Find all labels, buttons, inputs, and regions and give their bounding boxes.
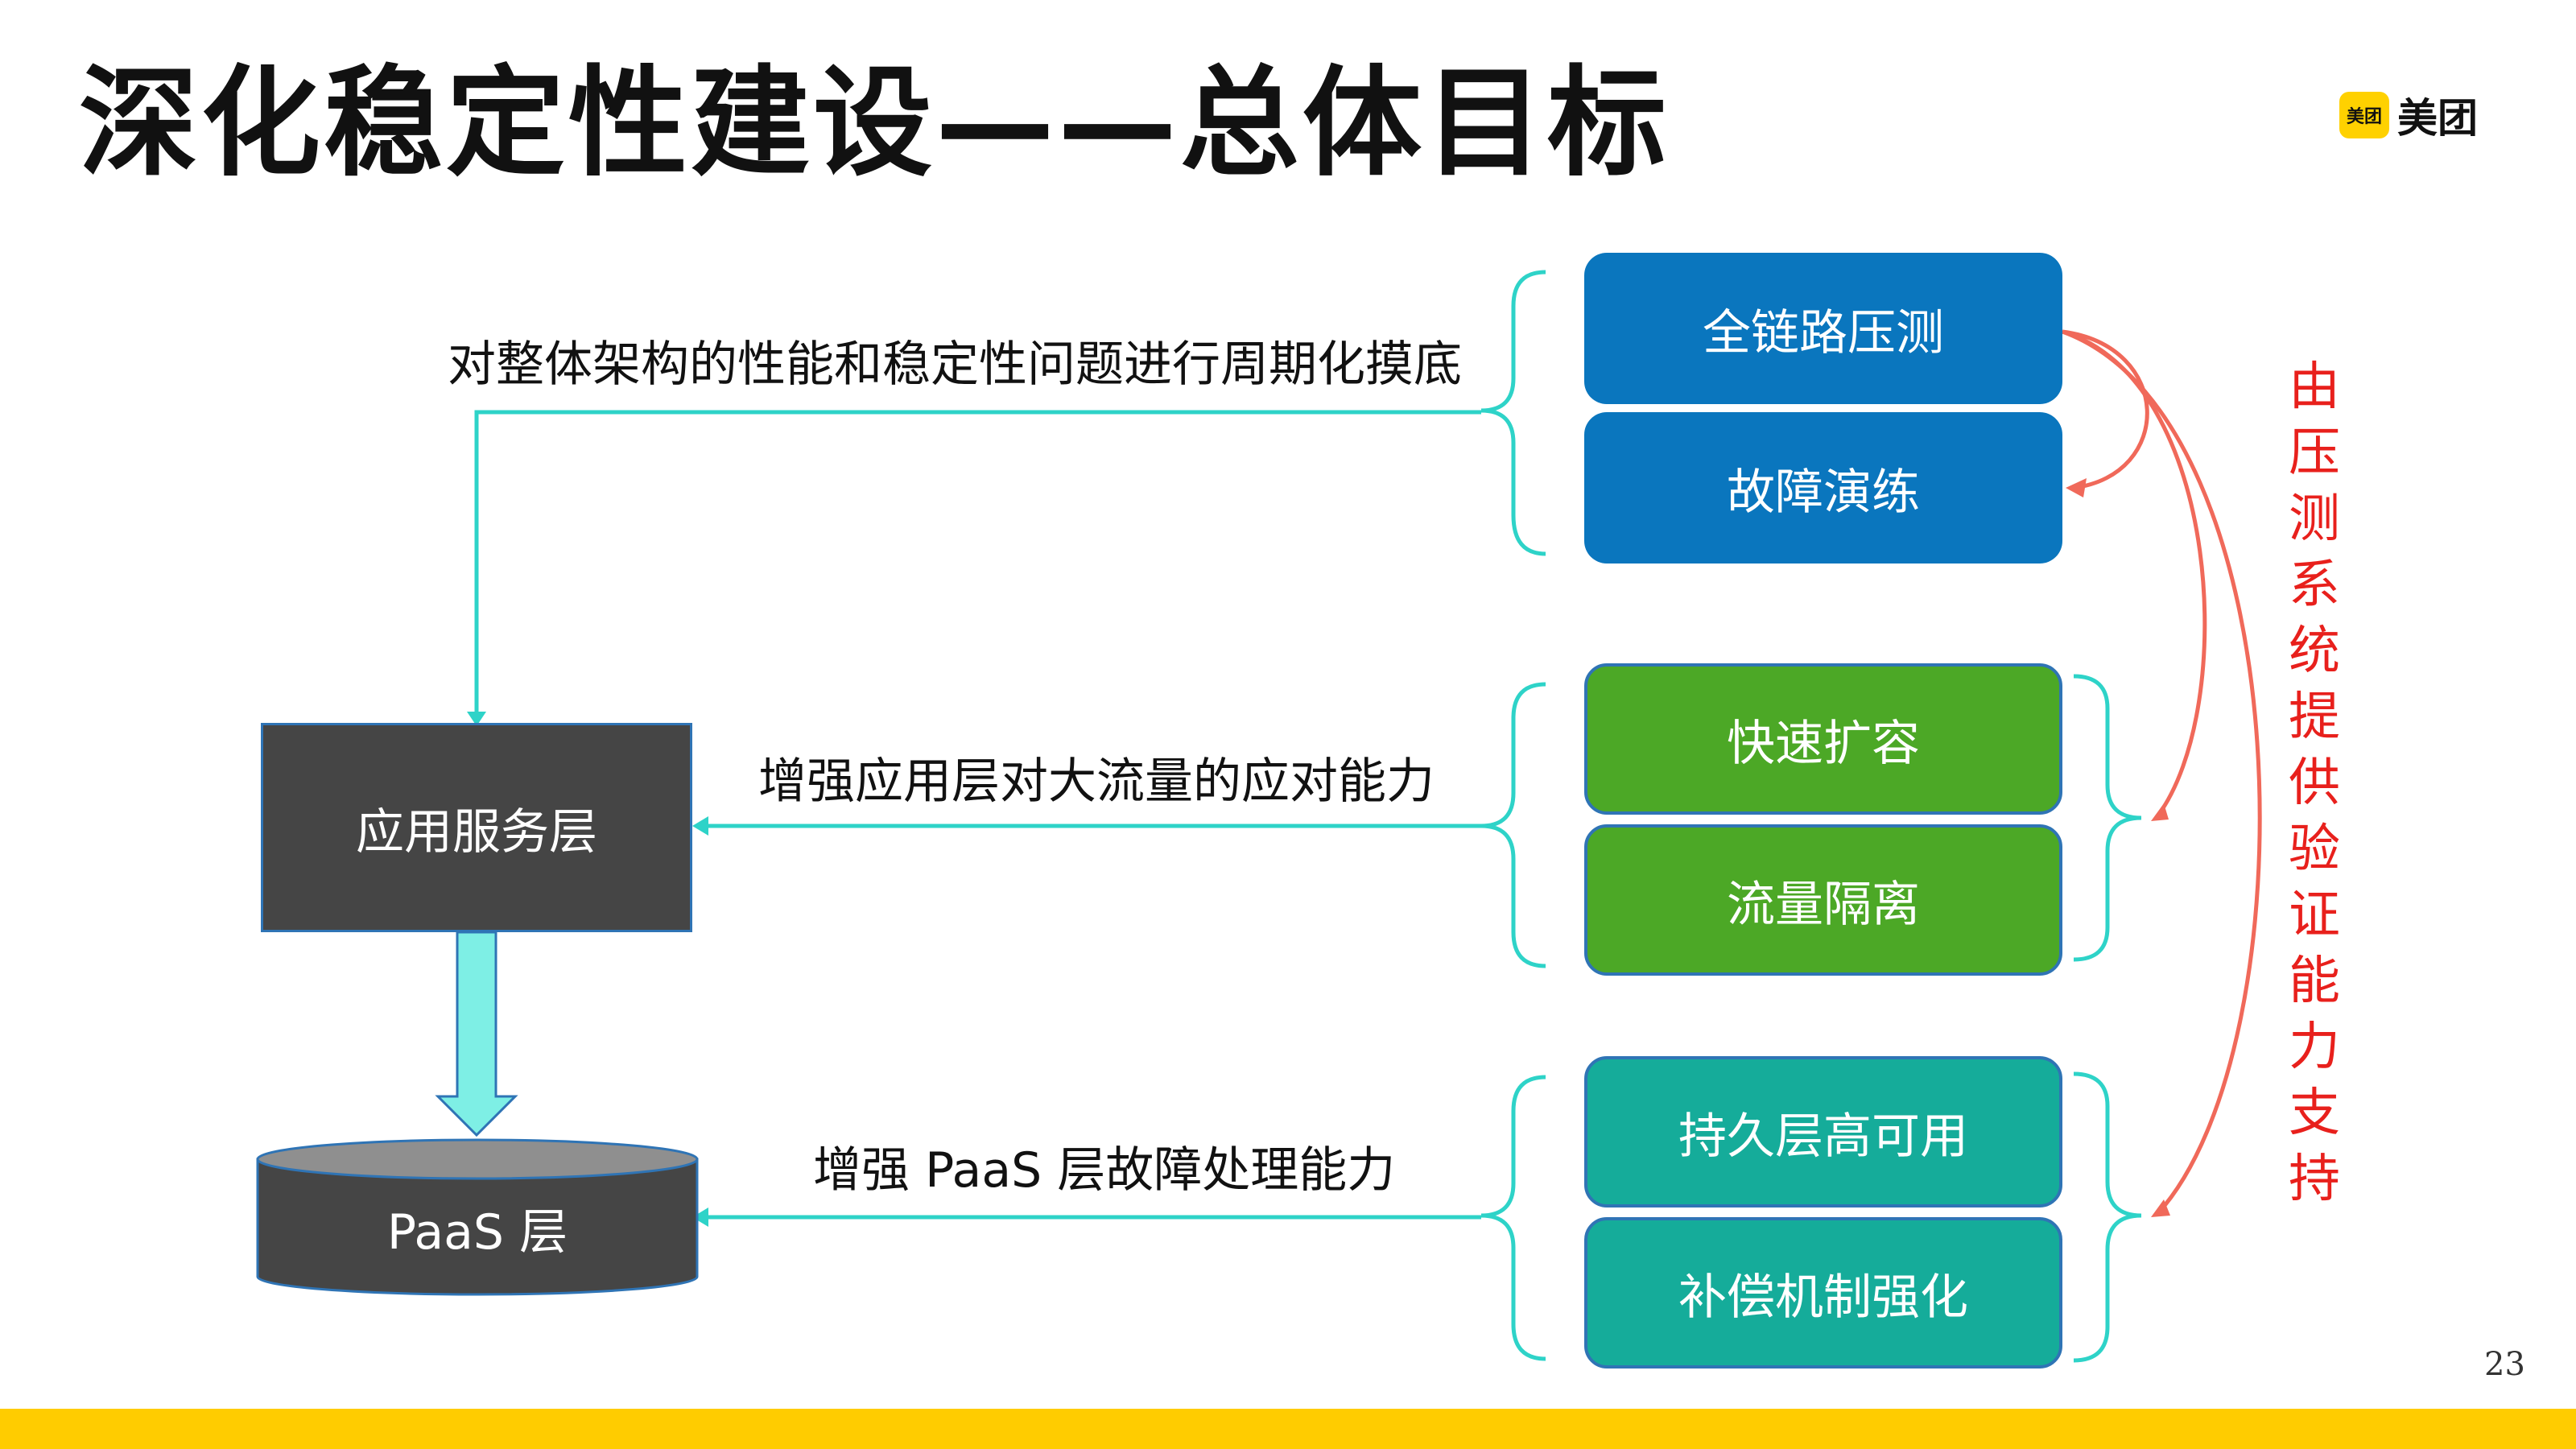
logo-badge: 美团 [2339,92,2389,138]
support-arrows [2062,329,2262,1216]
bottom-bar [0,1409,2576,1449]
support-arrow-to-persistence [2062,329,2262,1216]
box-traffic-isolation: 流量隔离 [1584,824,2062,976]
support-arrow-to-scaling [2062,329,2207,818]
box-rapid-scaling: 快速扩容 [1584,663,2062,815]
arrowhead-service [692,816,708,836]
connector-arrowheads [467,712,708,1227]
bracket-right-2 [2073,674,2142,962]
arrowhead-service-top [467,712,486,726]
label-app-capacity: 增强应用层对大流量的应对能力 [758,753,1435,810]
paas-layer-label: PaaS 层 [386,1203,568,1261]
bracket-left-1 [1480,270,1546,556]
meituan-logo: 美团 美团 [2339,90,2478,142]
box-fault-drill: 故障演练 [1584,412,2062,564]
page-number: 23 [2484,1346,2525,1383]
side-note-vertical: 由压测系统提供验证能力支持 [2289,357,2340,1209]
support-arrow-to-drill [2062,329,2149,490]
down-block-arrow [435,931,518,1137]
service-layer-box: 应用服务层 [261,723,692,932]
page-title: 深化稳定性建设——总体目标 [79,54,1670,192]
bracket-left-3 [1480,1075,1546,1361]
logo-text: 美团 [2397,95,2478,142]
bracket-left-2 [1480,682,1546,968]
label-paas-capacity: 增强 PaaS 层故障处理能力 [813,1142,1396,1199]
label-periodic-check: 对整体架构的性能和稳定性问题进行周期化摸底 [448,336,1462,393]
bracket-right-3 [2073,1071,2142,1363]
flow-connectors [474,410,1481,1220]
box-full-link-stress-test: 全链路压测 [1584,253,2062,404]
arrowhead-paas [692,1208,708,1227]
paas-cylinder [256,1138,699,1296]
box-persistence-ha: 持久层高可用 [1584,1056,2062,1208]
brackets-left [1480,270,1546,1361]
connector-top [474,410,1481,718]
brackets-right [2073,674,2142,1363]
support-arrowheads [2066,478,2170,1217]
box-compensation-mechanism: 补偿机制强化 [1584,1217,2062,1368]
